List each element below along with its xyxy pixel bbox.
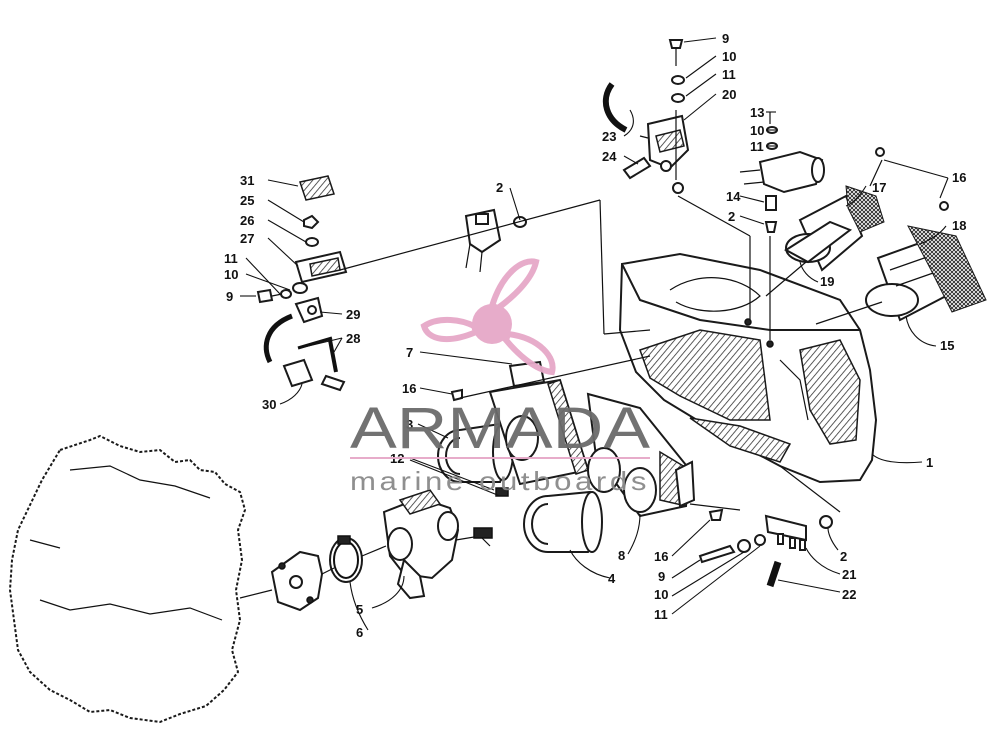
- hose-clamp: [329, 535, 363, 583]
- callout-31: 31: [240, 173, 254, 188]
- callout-15: 15: [940, 338, 954, 353]
- fitting-24: [622, 156, 652, 180]
- hose-22: [766, 560, 782, 588]
- callout-17: 17: [872, 180, 886, 195]
- watermark-tagline: marine outboards: [350, 466, 650, 496]
- callout-16-low: 16: [654, 549, 668, 564]
- callout-10-top: 10: [722, 49, 736, 64]
- fuel-valve-29: [294, 296, 324, 324]
- propeller-icon: [420, 258, 556, 376]
- assembly-lines: [321, 110, 883, 575]
- callout-2-left: 2: [496, 180, 503, 195]
- callout-9-left: 9: [226, 289, 233, 304]
- callout-16-mid: 16: [402, 381, 416, 396]
- callout-3: 3: [406, 417, 413, 432]
- callout-2-top: 2: [728, 209, 735, 224]
- callout-10-mid: 10: [750, 123, 764, 138]
- fuel-filter-30: [282, 358, 346, 392]
- callout-2-low: 2: [840, 549, 847, 564]
- primer-pump: [739, 150, 825, 194]
- callout-28: 28: [346, 331, 360, 346]
- solenoid-bracket: [464, 208, 527, 273]
- callout-24: 24: [602, 149, 617, 164]
- washers-10-11: [280, 282, 308, 299]
- watermark-brand: ARMADA: [350, 396, 650, 461]
- callout-4: 4: [608, 571, 616, 586]
- callout-8: 8: [618, 548, 625, 563]
- air-silencer-box: [618, 252, 878, 484]
- callout-13: 13: [750, 105, 764, 120]
- callout-26: 26: [240, 213, 254, 228]
- callout-16-top: 16: [952, 170, 966, 185]
- washer-26: [305, 237, 319, 247]
- filter-screen-17: [845, 185, 885, 233]
- callout-19: 19: [820, 274, 834, 289]
- callout-25: 25: [240, 193, 254, 208]
- intake-horn-19: [784, 194, 864, 272]
- callout-9-low: 9: [658, 569, 665, 584]
- carburetor: [382, 489, 493, 600]
- bracket-27: [294, 250, 348, 284]
- callout-10-left: 10: [224, 267, 238, 282]
- callout-30: 30: [262, 397, 276, 412]
- callout-14: 14: [726, 189, 741, 204]
- engine-block-outline: [8, 434, 247, 724]
- callout-27: 27: [240, 231, 254, 246]
- nut-25: [303, 214, 320, 230]
- screw-9-lower: [698, 544, 736, 564]
- filter-screen-18: [907, 225, 987, 313]
- clip-12: [495, 487, 509, 497]
- callout-11-left: 11: [224, 251, 238, 266]
- callout-6: 6: [356, 625, 363, 640]
- callout-23: 23: [602, 129, 616, 144]
- callout-1: 1: [926, 455, 933, 470]
- callout-11-low: 11: [654, 607, 668, 622]
- callout-9-top: 9: [722, 31, 729, 46]
- washer-2-lower: [819, 515, 833, 529]
- manifold-21: [764, 514, 807, 551]
- impulse-hose-23: [602, 82, 628, 133]
- washer-2-top: [672, 182, 778, 233]
- leader-lines: [240, 37, 949, 631]
- callout-11-top: 11: [722, 67, 736, 82]
- callout-10-low: 10: [654, 587, 668, 602]
- fuel-pump: [639, 114, 690, 172]
- fitting-14: [765, 195, 777, 211]
- screw-16-lower: [708, 508, 724, 521]
- watermark: ARMADA marine outboards: [350, 258, 650, 496]
- callout-18: 18: [952, 218, 966, 233]
- washer-11-lower: [754, 534, 766, 546]
- washer-10-lower: [737, 539, 751, 553]
- fuel-hose-28: [263, 313, 338, 373]
- adapter-boot-4: [523, 490, 603, 553]
- callout-7: 7: [406, 345, 413, 360]
- decal-31: [299, 175, 335, 201]
- intake-flange: [239, 550, 324, 612]
- callout-20: 20: [722, 87, 736, 102]
- callout-22: 22: [842, 587, 856, 602]
- callout-11-mid: 11: [750, 139, 764, 154]
- callout-29: 29: [346, 307, 360, 322]
- screw-16: [875, 147, 949, 211]
- screw-9-left: [256, 288, 283, 304]
- callout-5: 5: [356, 602, 363, 617]
- callout-21: 21: [842, 567, 856, 582]
- screw-washer-stack-9-10-11: [668, 39, 685, 103]
